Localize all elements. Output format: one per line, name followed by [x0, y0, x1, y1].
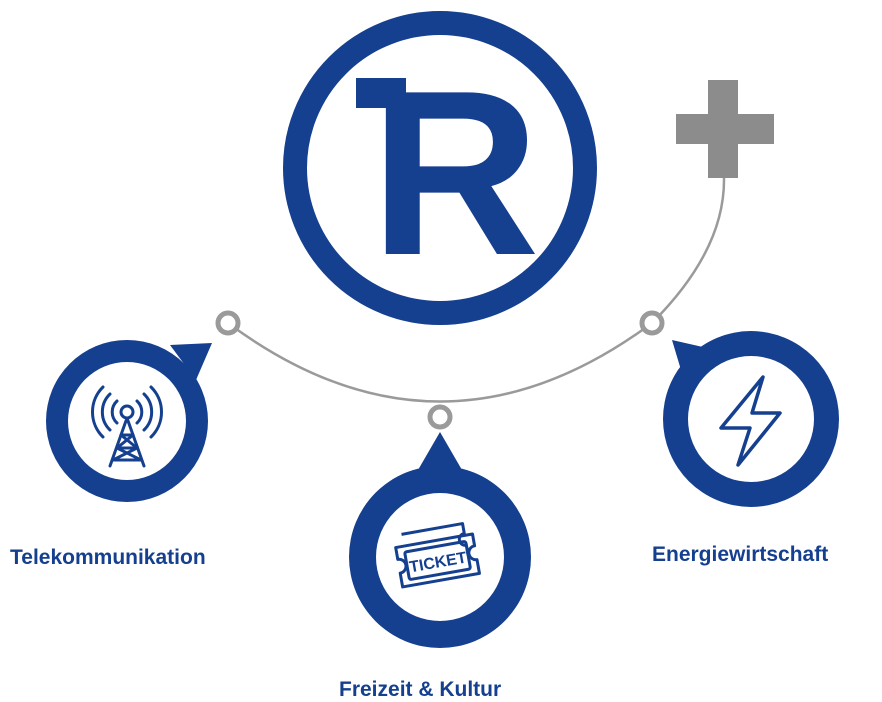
registered-logo: R — [283, 11, 597, 325]
label-energiewirtschaft: Energiewirtschaft — [652, 543, 829, 566]
connector-line-to-plus — [651, 177, 726, 324]
junction-ring-left — [215, 310, 241, 336]
label-telekommunikation: Telekommunikation — [10, 546, 206, 569]
junction-ring-right — [639, 310, 665, 336]
node-pointer — [170, 343, 212, 380]
plus-icon — [676, 80, 774, 178]
node-telekommunikation — [46, 340, 212, 502]
node-freizeit: TICKET — [349, 432, 531, 648]
label-freizeit-kultur: Freizeit & Kultur — [339, 678, 502, 701]
connector-arc — [227, 321, 653, 403]
node-energiewirtschaft — [663, 331, 839, 507]
node-pointer — [418, 432, 462, 470]
logo-serif-bar — [356, 78, 406, 108]
junction-ring-center — [427, 404, 453, 430]
radio-tower-icon — [90, 385, 164, 468]
lightning-bolt-icon — [719, 375, 782, 467]
